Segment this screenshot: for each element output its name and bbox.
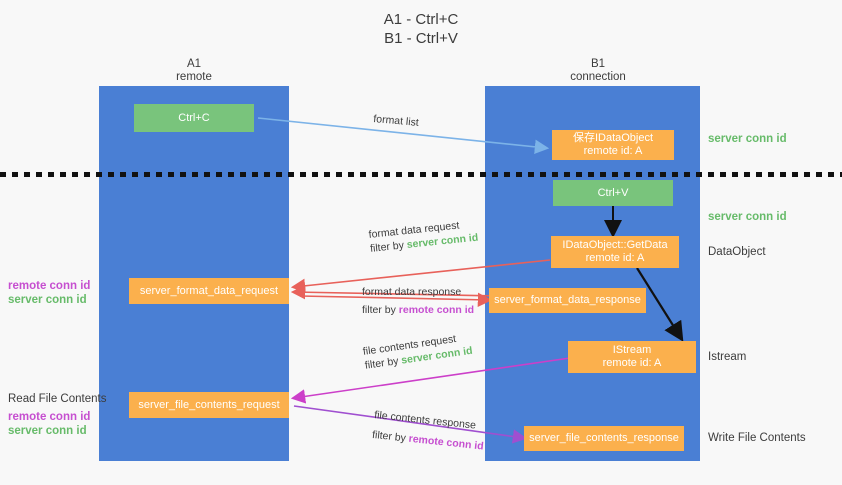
column-b1-name: B1: [590, 58, 606, 70]
column-a1-name: A1: [186, 58, 202, 70]
box-istream[interactable]: IStream remote id: A: [568, 341, 696, 373]
phase-divider: [0, 172, 842, 177]
edge-label-format-data-response-filter: filter by remote conn id: [362, 303, 474, 317]
right-label-istream: Istream: [708, 351, 747, 363]
filter-prefix: filter by: [362, 304, 399, 316]
column-b1-sub: connection: [570, 71, 626, 83]
left-label-format-server-conn-id: server conn id: [8, 294, 87, 306]
left-label-file-conn-ids: remote conn id server conn id: [8, 410, 96, 438]
edge-label-file-contents-request: file contents request filter by server c…: [362, 330, 473, 373]
page-title: A1 - Ctrl+C B1 - Ctrl+V: [0, 10, 842, 48]
right-label-write-file-contents: Write File Contents: [708, 432, 806, 444]
left-label-file-remote-conn-id: remote conn id: [8, 411, 91, 423]
filter-prefix: filter by: [364, 354, 403, 372]
edge-label-format-list: format list: [372, 112, 420, 129]
box-server-format-data-request-label: server_format_data_request: [139, 284, 279, 297]
box-idataobject-getdata-line1: IDataObject::GetData: [562, 239, 668, 251]
column-header-b1: B1 connection: [528, 58, 668, 84]
box-server-format-data-response-label: server_format_data_response: [494, 294, 641, 306]
box-server-format-data-request[interactable]: server_format_data_request: [129, 278, 289, 304]
box-ctrl-c-label: Ctrl+C: [178, 111, 210, 124]
filter-prefix: filter by: [369, 239, 408, 255]
left-label-format-conn-ids: remote conn id server conn id: [8, 279, 96, 307]
box-server-file-contents-request-label: server_file_contents_request: [138, 398, 280, 411]
column-a1-sub: remote: [176, 71, 212, 83]
box-server-format-data-response[interactable]: server_format_data_response: [489, 288, 646, 313]
edge-label-format-data-response: format data response filter by remote co…: [362, 285, 474, 317]
left-label-read-file-contents: Read File Contents: [8, 393, 107, 405]
left-label-format-remote-conn-id: remote conn id: [8, 280, 91, 292]
box-istream-line1: IStream: [612, 344, 652, 356]
box-idataobject-top[interactable]: 保存IDataObject remote id: A: [552, 130, 674, 160]
box-idataobject-getdata-line2: remote id: A: [585, 252, 645, 264]
box-idataobject-top-line2: remote id: A: [583, 145, 643, 157]
edge-label-file-contents-response: file contents response filter by remote …: [371, 408, 486, 454]
box-server-file-contents-response-label: server_file_contents_response: [529, 432, 679, 444]
edge-label-format-data-request: format data request filter by server con…: [368, 217, 479, 256]
right-label-data-object: DataObject: [708, 246, 766, 258]
box-server-file-contents-request[interactable]: server_file_contents_request: [129, 392, 289, 418]
filter-value-remote-conn-id: remote conn id: [408, 432, 485, 453]
box-server-file-contents-response[interactable]: server_file_contents_response: [524, 426, 684, 451]
title-line-1: A1 - Ctrl+C: [383, 11, 459, 28]
box-istream-line2: remote id: A: [602, 357, 662, 369]
column-header-a1: A1 remote: [124, 58, 264, 84]
box-ctrl-c[interactable]: Ctrl+C: [134, 104, 254, 132]
filter-value-remote-conn-id: remote conn id: [398, 304, 475, 316]
box-idataobject-top-line1: 保存IDataObject: [572, 132, 654, 144]
title-line-2: B1 - Ctrl+V: [384, 30, 458, 47]
box-ctrl-v[interactable]: Ctrl+V: [553, 180, 673, 206]
right-label-server-conn-id-mid: server conn id: [708, 211, 787, 223]
right-label-server-conn-id-top: server conn id: [708, 133, 787, 145]
box-ctrl-v-label: Ctrl+V: [597, 186, 629, 199]
edge-label-format-data-response-title: format data response: [362, 286, 462, 298]
left-label-file-server-conn-id: server conn id: [8, 425, 87, 437]
box-idataobject-getdata[interactable]: IDataObject::GetData remote id: A: [551, 236, 679, 268]
filter-prefix: filter by: [371, 428, 410, 445]
